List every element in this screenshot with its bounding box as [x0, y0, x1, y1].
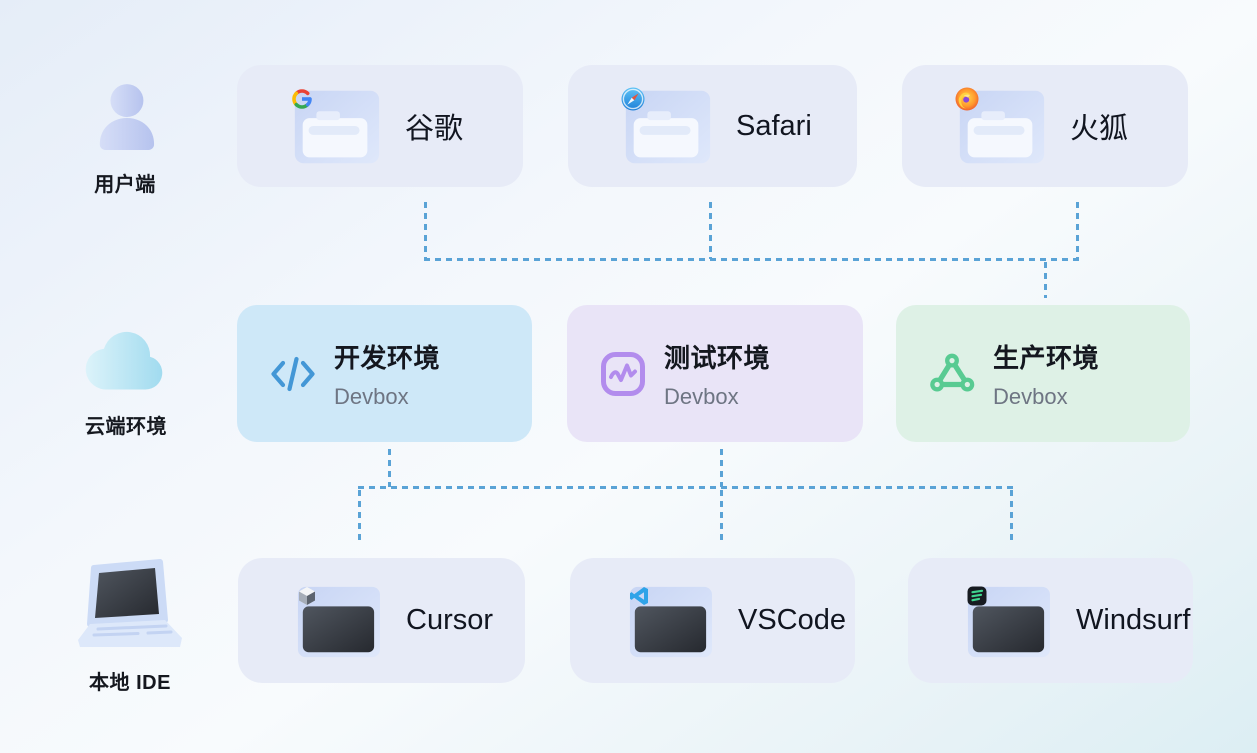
browser-window-icon — [952, 84, 1050, 168]
connector-ide-bus — [358, 486, 1013, 489]
ide-label: VSCode — [738, 604, 847, 636]
connector-safari-to-bus — [709, 202, 712, 259]
card-google-browser: 谷歌 — [237, 65, 523, 187]
ide-window-icon — [620, 579, 718, 663]
card-safari-browser: Safari — [568, 65, 857, 187]
browser-label: 火狐 — [1070, 113, 1129, 145]
cloud-icon — [85, 331, 163, 390]
browser-label: Safari — [736, 109, 812, 142]
card-cursor-ide: Cursor — [238, 558, 525, 683]
cursor-logo-icon — [296, 585, 322, 611]
row-group-cloud-env: 云端环境 — [56, 324, 196, 439]
env-title: 开发环境 — [334, 342, 441, 373]
connector-bus-to-vscode — [720, 490, 723, 544]
env-subtitle: Devbox — [993, 383, 1068, 409]
vscode-logo-icon — [628, 585, 654, 611]
connector-firefox-to-bus — [1076, 202, 1079, 259]
windsurf-logo-icon — [966, 585, 992, 611]
ide-window-icon — [958, 579, 1056, 663]
cluster-icon — [930, 353, 975, 391]
ide-window-icon — [288, 579, 386, 663]
connector-bus-to-prod-env — [1044, 262, 1047, 298]
row-label-user-side: 用户端 — [94, 174, 156, 196]
card-test-environment: 测试环境 Devbox — [567, 305, 863, 442]
env-title: 生产环境 — [993, 342, 1100, 373]
firefox-logo-icon — [954, 86, 980, 112]
ide-label: Windsurf — [1076, 604, 1191, 636]
env-subtitle: Devbox — [334, 383, 409, 409]
row-group-user-side: 用户端 — [60, 78, 190, 197]
code-icon — [271, 356, 315, 391]
connector-bus-to-windsurf — [1010, 490, 1013, 544]
connector-dev-env-to-bus — [388, 449, 391, 487]
card-dev-environment: 开发环境 Devbox — [237, 305, 532, 442]
browser-window-icon — [618, 84, 716, 168]
connector-browser-bus — [424, 258, 1079, 261]
card-windsurf-ide: Windsurf — [908, 558, 1193, 683]
card-firefox-browser: 火狐 — [902, 65, 1188, 187]
env-title: 测试环境 — [664, 342, 771, 373]
laptop-icon — [78, 559, 182, 647]
safari-logo-icon — [620, 86, 646, 112]
ide-label: Cursor — [406, 604, 494, 636]
person-icon — [99, 84, 155, 150]
row-label-local-ide: 本地 IDE — [89, 672, 171, 694]
browser-window-icon — [287, 84, 385, 168]
row-label-cloud-env: 云端环境 — [85, 416, 167, 438]
card-vscode-ide: VSCode — [570, 558, 855, 683]
pulse-icon — [601, 351, 645, 396]
browser-label: 谷歌 — [405, 113, 464, 145]
connector-bus-to-cursor — [358, 490, 361, 544]
connector-test-env-to-bus — [720, 449, 723, 487]
row-group-local-ide: 本地 IDE — [50, 558, 210, 695]
connector-google-to-bus — [424, 202, 427, 259]
card-prod-environment: 生产环境 Devbox — [896, 305, 1190, 442]
env-subtitle: Devbox — [664, 383, 739, 409]
google-logo-icon — [289, 86, 315, 112]
